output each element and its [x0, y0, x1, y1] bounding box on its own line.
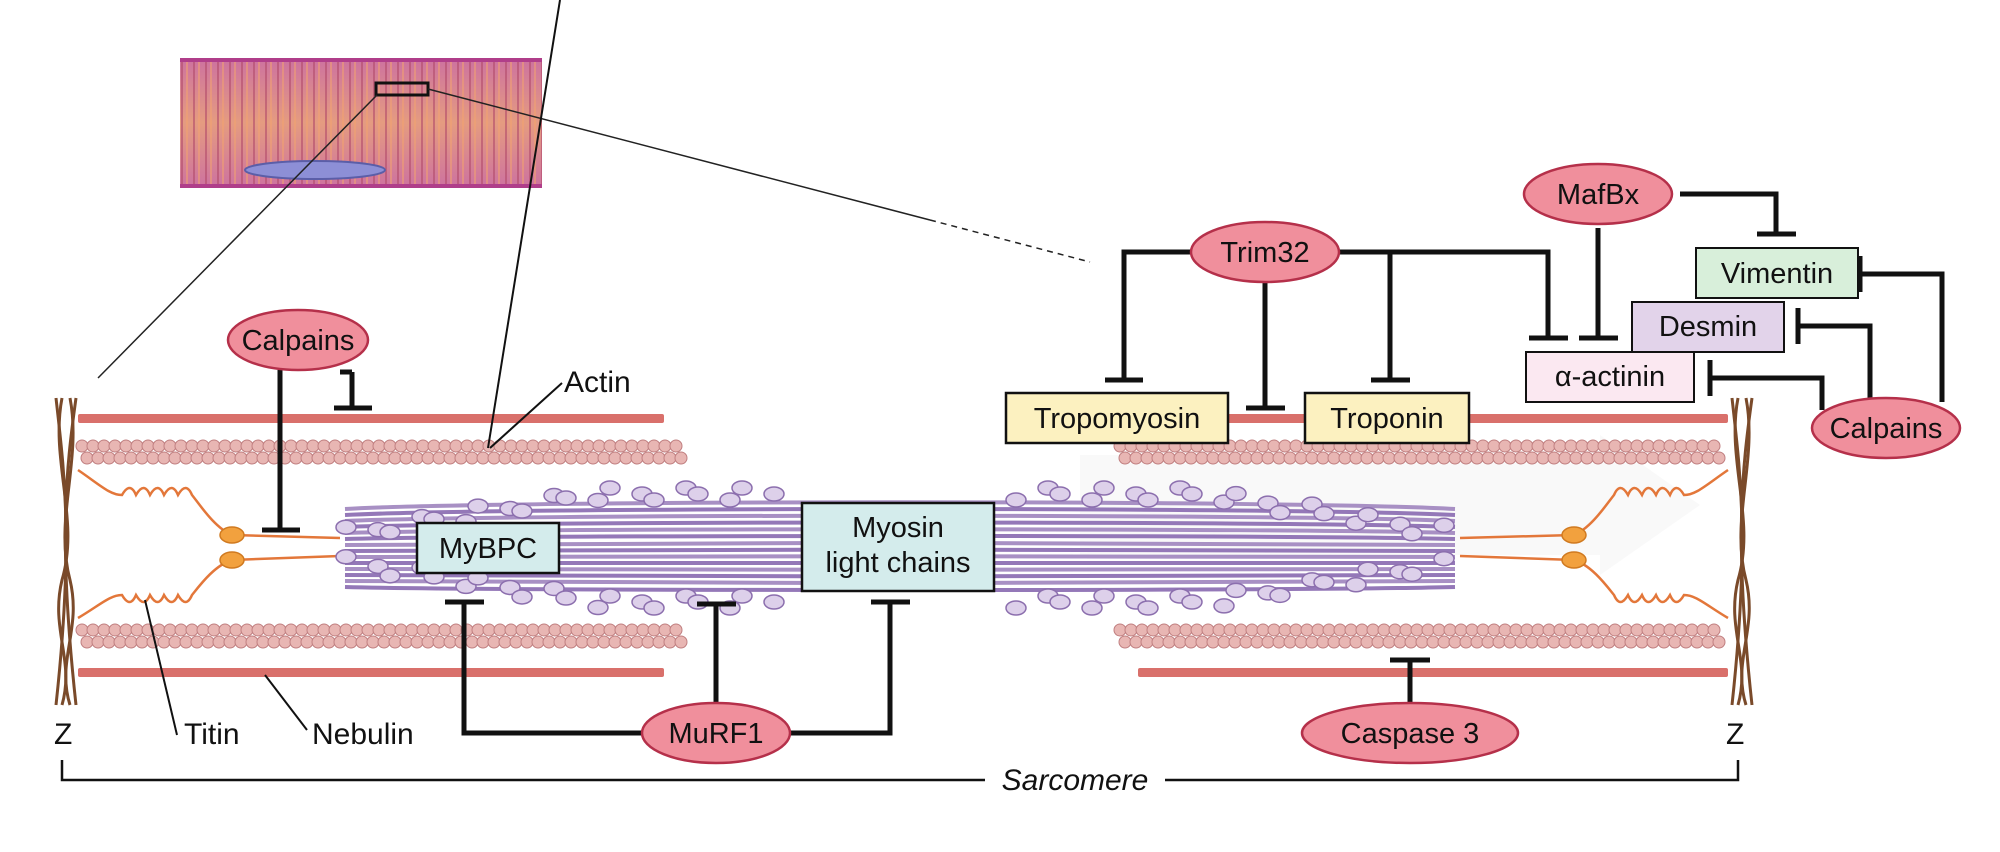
titin-springs	[77, 468, 1729, 620]
z-left-label: Z	[54, 718, 72, 751]
actin-filaments	[75, 439, 1726, 649]
troponin-label: Troponin	[1330, 403, 1443, 435]
nebulin-label: Nebulin	[312, 718, 414, 751]
thin-filament-bands	[78, 414, 1728, 677]
sarcomere-bracket	[60, 760, 1740, 782]
myosin-lc-label-line1: Myosin	[852, 512, 944, 544]
titin-label: Titin	[184, 718, 240, 751]
target-vimentin: Vimentin	[1695, 247, 1859, 299]
titin-anchors	[219, 526, 1587, 569]
leader-lines	[144, 0, 561, 736]
actin-leader-line	[489, 382, 563, 449]
muscle-fiber-inset	[97, 58, 1091, 379]
enzyme-calpains-right: Calpains	[1810, 396, 1962, 460]
target-myosin-light-chains: Myosin light chains	[800, 501, 996, 593]
z-right-label: Z	[1726, 718, 1744, 751]
caspase3-label: Caspase 3	[1341, 718, 1480, 750]
target-troponin: Troponin	[1303, 391, 1471, 445]
tropomyosin-label: Tropomyosin	[1034, 403, 1201, 435]
actin-label: Actin	[564, 366, 631, 399]
sarcomere-label: Sarcomere	[1002, 764, 1149, 797]
vimentin-label: Vimentin	[1721, 258, 1833, 290]
trim32-label: Trim32	[1220, 237, 1309, 269]
mafbx-label: MafBx	[1557, 179, 1640, 211]
enzyme-murf1: MuRF1	[640, 701, 792, 765]
inhibition-connectors	[262, 191, 1945, 736]
mybpc-label: MyBPC	[439, 533, 537, 565]
target-mybpc: MyBPC	[415, 521, 561, 575]
target-alpha-actinin: α-actinin	[1525, 351, 1695, 403]
enzyme-caspase3: Caspase 3	[1300, 701, 1520, 765]
calpains-left-label: Calpains	[242, 325, 355, 357]
enzyme-calpains-left: Calpains	[226, 308, 370, 372]
enzyme-mafbx: MafBx	[1522, 162, 1674, 226]
murf1-label: MuRF1	[668, 718, 763, 750]
target-tropomyosin: Tropomyosin	[1004, 391, 1230, 445]
myosin-lc-label-line2: light chains	[825, 547, 970, 579]
desmin-label: Desmin	[1659, 311, 1757, 343]
nucleus	[244, 160, 386, 180]
z-disc-right	[1730, 397, 1754, 706]
alpha-actinin-label: α-actinin	[1555, 361, 1665, 393]
target-desmin: Desmin	[1631, 301, 1785, 353]
calpains-right-label: Calpains	[1830, 413, 1943, 445]
z-disc-left	[54, 397, 78, 706]
enzyme-trim32: Trim32	[1189, 220, 1341, 284]
